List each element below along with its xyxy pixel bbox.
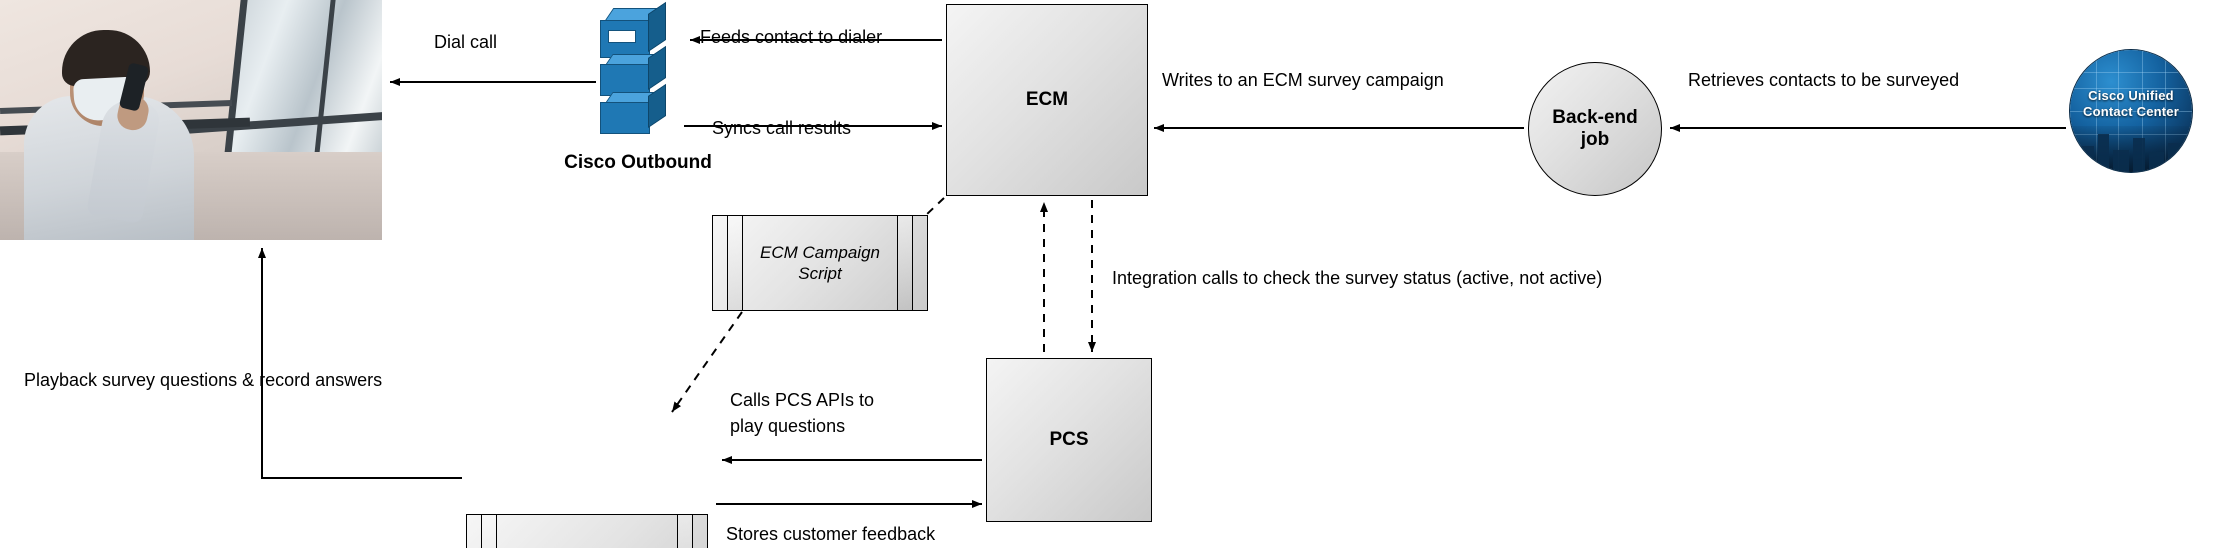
cisco-logo-line2: Contact Center xyxy=(2083,104,2179,120)
edge-label-syncs-call-results: Syncs call results xyxy=(712,118,852,138)
node-backend-job-label-line1: Back-end xyxy=(1552,107,1638,129)
node-pcs-label: PCS xyxy=(1049,429,1089,450)
edge-label-calls-pcs-apis-line1: Calls PCS APIs to xyxy=(730,390,875,410)
edge-label-feeds-contact-to-dialer: Feeds contact to dialer xyxy=(700,27,883,47)
node-ecm-campaign-script-line2: Script xyxy=(798,264,842,283)
edge-label-writes-to-ecm-survey-campaign: Writes to an ECM survey campaign xyxy=(1162,70,1444,90)
node-ecm-label: ECM xyxy=(1025,89,1069,110)
edge-label-retrieves-contacts-to-be-surveyed: Retrieves contacts to be surveyed xyxy=(1688,70,1960,90)
node-ecm-campaign-script[interactable]: ECM Campaign Script xyxy=(712,215,928,311)
node-ecm[interactable]: ECM xyxy=(946,4,1148,196)
server-icon xyxy=(600,1,678,140)
cisco-globe-logo: Cisco Unified Contact Center xyxy=(2070,50,2192,172)
edge-label-calls-pcs-apis-line2: play questions xyxy=(730,416,846,437)
cisco-logo-line1: Cisco Unified xyxy=(2088,88,2174,103)
cisco-outbound-caption: Cisco Outbound xyxy=(564,152,712,173)
edge-label-calls-pcs-apis: Calls PCS APIs to play questions xyxy=(730,387,874,439)
edge-label-stores-customer-feedback: Stores customer feedback xyxy=(726,524,936,544)
edge-label-dial-call: Dial call xyxy=(434,32,498,52)
node-pcs-ivr-script[interactable]: PCS IVR Script xyxy=(466,514,708,548)
node-ecm-campaign-script-line1: ECM Campaign xyxy=(760,242,880,262)
edge-label-playback-survey-questions: Playback survey questions & record answe… xyxy=(24,370,383,390)
edge-label-integration-calls-status: Integration calls to check the survey st… xyxy=(1112,268,1603,288)
node-backend-job-label-line2: job xyxy=(1580,129,1610,150)
person-on-phone-photo xyxy=(0,0,382,240)
node-pcs[interactable]: PCS xyxy=(986,358,1152,522)
node-backend-job[interactable]: Back-end job xyxy=(1528,62,1662,196)
